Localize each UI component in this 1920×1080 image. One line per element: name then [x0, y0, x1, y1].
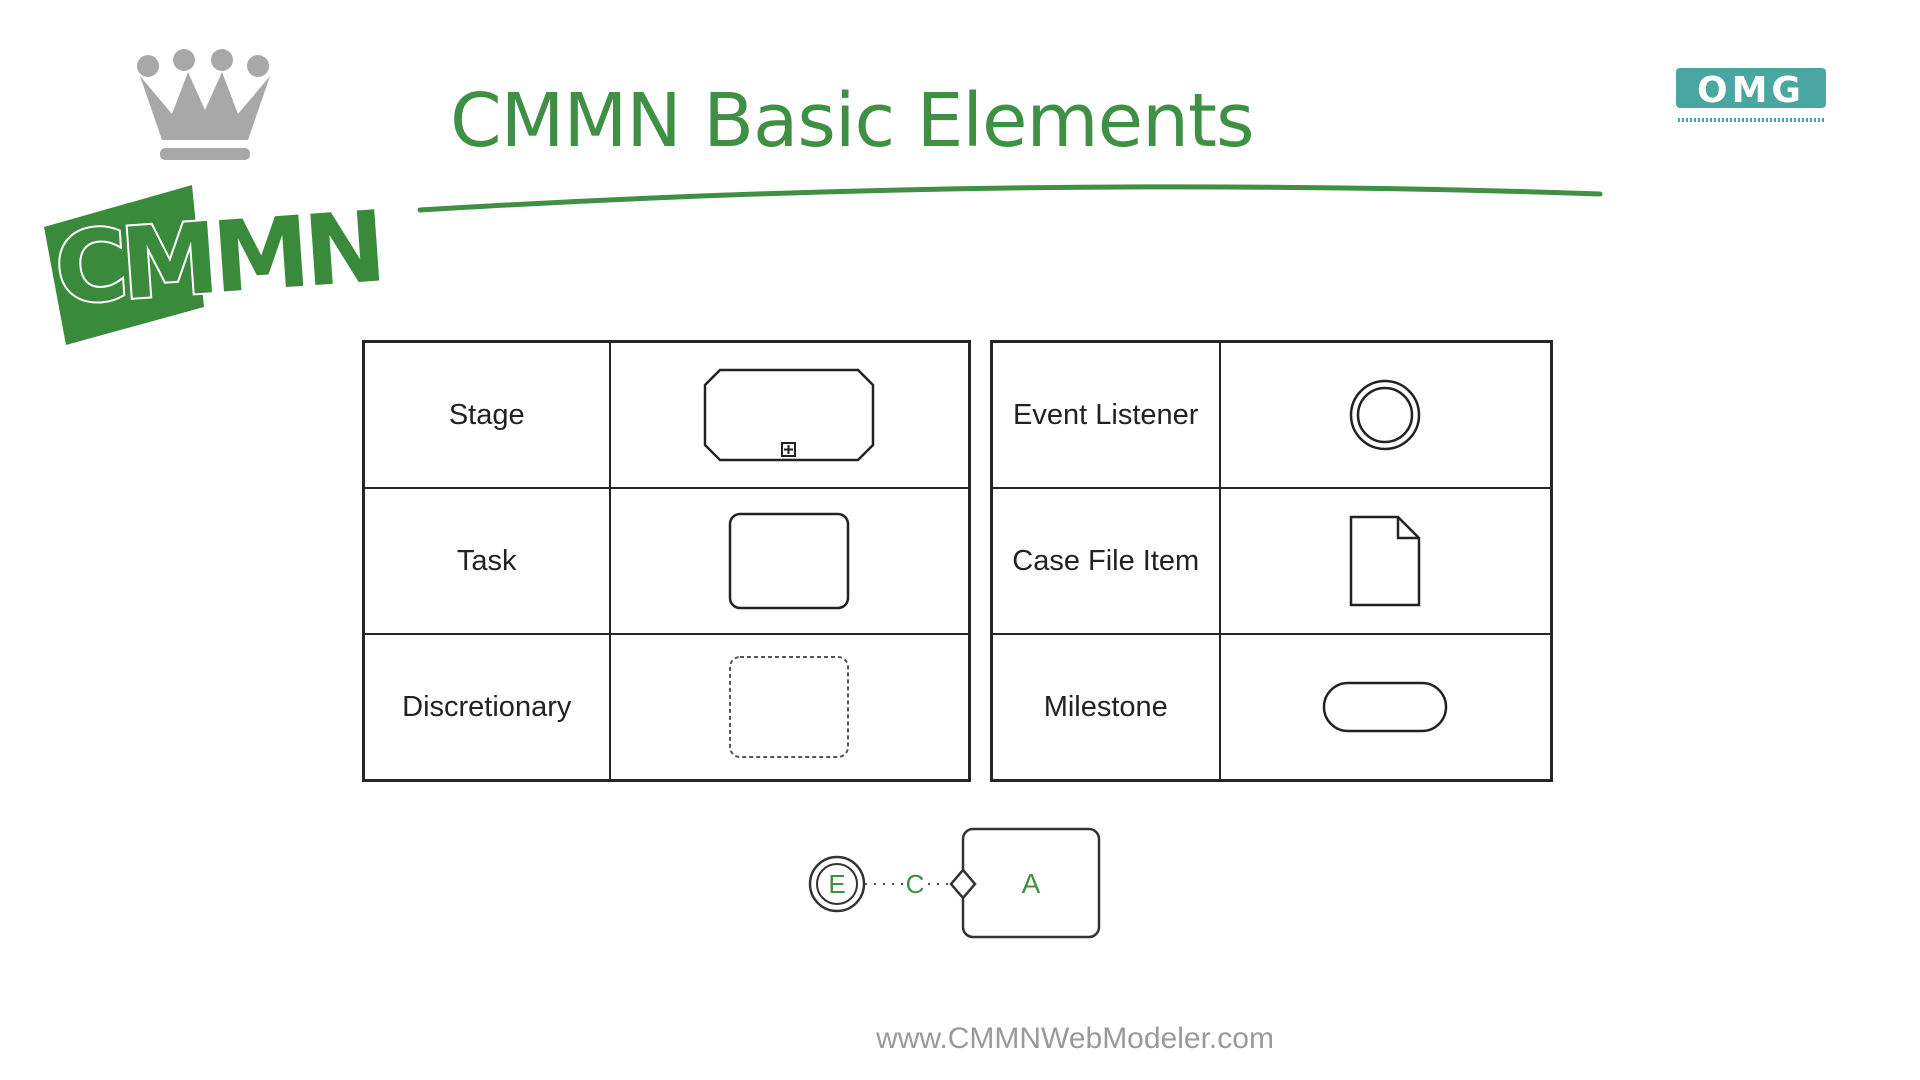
element-shape-cell	[1218, 633, 1553, 782]
slide-title: CMMN Basic Elements	[450, 78, 1255, 164]
element-label-cell: Discretionary	[362, 633, 611, 782]
task-shape-icon	[729, 512, 850, 610]
milestone-shape-icon	[1323, 681, 1448, 733]
cmmn-logo-text: CMMN	[52, 191, 384, 327]
example-event-listener: E	[808, 855, 866, 913]
elements-table-left: Stage Task Discretionary	[362, 340, 971, 782]
element-shape-cell	[608, 487, 971, 635]
element-label: Discretionary	[402, 690, 572, 723]
element-label: Stage	[448, 398, 525, 431]
omg-logo-text: OMG	[1697, 70, 1805, 111]
connector-label: C	[906, 869, 925, 899]
event-listener-shape-icon	[1350, 379, 1421, 451]
example-diagram: E C A	[808, 827, 1101, 939]
omg-logo: OMG	[1676, 68, 1826, 122]
element-label-cell: Task	[362, 487, 611, 635]
table-row: Task	[362, 487, 971, 635]
website-url[interactable]: www.CMMNWebModeler.com	[876, 1022, 1274, 1055]
element-label-cell: Milestone	[990, 633, 1221, 782]
cmmn-logo: CMMN	[44, 185, 386, 345]
table-row: Stage	[362, 340, 971, 489]
table-row: Discretionary	[362, 633, 971, 782]
table-row: Milestone	[990, 633, 1553, 782]
element-label: Task	[456, 544, 517, 577]
element-label: Milestone	[1043, 690, 1168, 723]
stage-shape-icon	[704, 368, 875, 462]
discretionary-task-shape-icon	[729, 656, 850, 758]
crown-icon	[137, 49, 270, 160]
elements-table-right: Event Listener Case File Item Milestone	[990, 340, 1553, 782]
element-shape-cell	[608, 633, 971, 782]
table-row: Event Listener	[990, 340, 1553, 489]
event-label: E	[828, 869, 845, 899]
element-label-cell: Event Listener	[990, 340, 1221, 489]
sentry-diamond-icon	[949, 868, 977, 900]
element-shape-cell	[1218, 340, 1553, 489]
table-row: Case File Item	[990, 487, 1553, 635]
element-label: Case File Item	[1012, 544, 1200, 577]
case-file-item-shape-icon	[1350, 515, 1421, 607]
element-shape-cell	[1218, 487, 1553, 635]
element-label-cell: Case File Item	[990, 487, 1221, 635]
title-underline	[417, 184, 1603, 213]
task-label: A	[1022, 868, 1041, 899]
element-label: Event Listener	[1013, 398, 1199, 431]
element-label-cell: Stage	[362, 340, 611, 489]
element-shape-cell	[608, 340, 971, 489]
